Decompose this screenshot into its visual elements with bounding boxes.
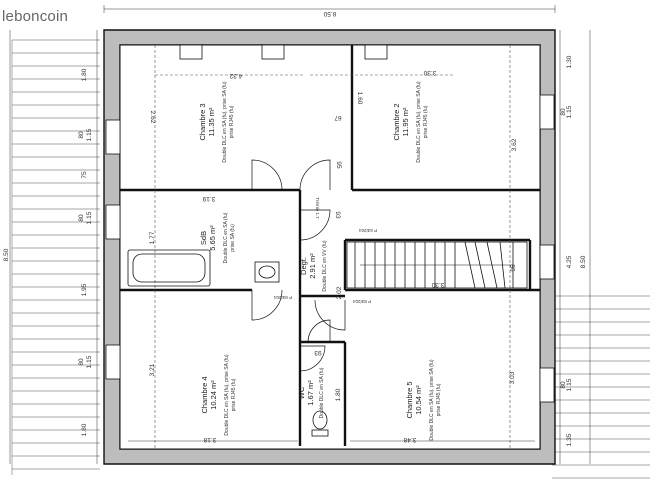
dim-text: 1.15 <box>566 105 573 118</box>
room-name: SdB <box>199 231 208 245</box>
room-note: Double DLC en SA (fu), prise SA (fu) <box>429 359 435 440</box>
doors <box>251 159 346 372</box>
room-note: prise RJ45 (fu) <box>229 105 235 138</box>
interior-walls <box>120 45 540 446</box>
dim-text: 1.30 <box>566 55 573 68</box>
dim-text: 1.77 <box>149 231 156 244</box>
room-note: prise RJ45 (fu) <box>436 383 442 416</box>
room-name: Chambre 2 <box>392 103 401 140</box>
dim-text: 80 <box>78 131 85 139</box>
door-label: P 83/204 <box>353 299 371 304</box>
dim-text: 3.18 <box>203 436 216 443</box>
room-note: Double DLC en VV (fu) <box>322 240 328 291</box>
windows <box>105 44 555 403</box>
room-note: Double DLC en SA (fu), prise SA (fu) <box>222 81 228 162</box>
dim-text: 1.60 <box>356 92 363 105</box>
dim-text: 67 <box>334 114 342 121</box>
staircase <box>346 241 528 289</box>
dim-text: 95 <box>335 161 342 169</box>
dim-text: 4.25 <box>566 255 573 268</box>
room-name: WC <box>297 386 306 399</box>
toilet <box>311 410 329 437</box>
dim-text: 3.21 <box>149 363 156 376</box>
dim-text: 80 <box>78 358 85 366</box>
dim-text: 95 <box>510 264 517 272</box>
room-area: 11.95 m² <box>401 107 410 137</box>
room-note: Double DLC en SA (fu), prise SA (fu) <box>224 354 230 435</box>
roof-hatching-right <box>552 295 650 479</box>
room-area: 11.35 m² <box>207 107 216 137</box>
dim-text: 3.48 <box>403 436 416 443</box>
stair-note: Trémie 1.7 <box>315 197 320 219</box>
room-area: 5.65 m² <box>208 225 217 251</box>
dim-text: 2.62 <box>149 111 156 124</box>
watermark: leboncoin <box>2 8 69 25</box>
dim-text: 1.15 <box>566 378 573 391</box>
room-note: prise RJ45 (fu) <box>231 378 237 411</box>
dim-text: 80 <box>560 108 567 116</box>
dim-text: 2.02 <box>336 286 343 299</box>
room-note: prise SA (fu) <box>230 224 236 252</box>
dim-text: 3.19 <box>202 195 215 202</box>
dim-text: 1.80 <box>81 423 88 436</box>
dim-text: 93 <box>334 211 341 219</box>
outer-wall <box>103 29 556 465</box>
room-sdb: SdB 5.65 m² Double DLC en SA (fu) prise … <box>199 212 236 263</box>
room-note: Double DLC en SA (fu) <box>223 212 229 263</box>
dim-text: 1.80 <box>81 68 88 81</box>
dim-text: 1.95 <box>81 283 88 296</box>
door-label: P 63/204 <box>359 228 377 233</box>
dim-text: 3.03 <box>509 371 516 384</box>
dim-text: 1.15 <box>86 128 93 141</box>
dim-overall-width: 8.50 <box>323 10 336 17</box>
dim-text: 1.15 <box>86 211 93 224</box>
dim-text: 1.35 <box>566 433 573 446</box>
dim-text: 93 <box>314 349 322 356</box>
room-name: Degt. <box>299 257 308 275</box>
washbasin <box>254 261 280 283</box>
dim-text: 4.32 <box>229 72 242 79</box>
room-area: 10.24 m² <box>209 380 218 410</box>
room-note: Double DLC en SA (fu) <box>319 367 325 418</box>
dimension-lines <box>9 5 591 464</box>
dim-text: 75 <box>81 171 88 179</box>
roof-slope-lines <box>154 45 511 449</box>
dim-text: 3.62 <box>511 138 518 151</box>
door-label: P 83/204 <box>274 295 292 300</box>
room-name: Chambre 4 <box>200 376 209 413</box>
room-chambre-2: Chambre 2 11.95 m² Double DLC en SA (fu)… <box>392 81 429 162</box>
dim-text: 80 <box>560 381 567 389</box>
room-wc: WC 1.67 m² Double DLC en SA (fu) <box>297 367 325 418</box>
room-degt: Degt. 2.91 m² Double DLC en VV (fu) <box>299 240 328 291</box>
room-chambre-4: Chambre 4 10.24 m² Double DLC en SA (fu)… <box>200 354 237 435</box>
room-note: Double DLC en SA (fu), prise SA (fu) <box>416 81 422 162</box>
room-note: prise RJ45 (fu) <box>423 105 429 138</box>
dim-text: 1.15 <box>86 355 93 368</box>
room-chambre-3: Chambre 3 11.35 m² Double DLC en SA (fu)… <box>198 81 235 162</box>
dim-text: 3.30 <box>423 69 436 76</box>
room-area: 10.54 m² <box>414 385 423 415</box>
room-area: 2.91 m² <box>308 253 317 279</box>
room-chambre-5: Chambre 5 10.54 m² Double DLC en SA (fu)… <box>405 359 442 440</box>
dim-text: 1.80 <box>335 388 342 401</box>
roof-hatching-left <box>11 39 100 475</box>
dim-text: 80 <box>78 214 85 222</box>
bathtub <box>127 249 211 287</box>
dim-overall-height: 8.50 <box>3 248 10 261</box>
room-name: Chambre 3 <box>198 103 207 140</box>
dim-overall-height-right: 8.50 <box>580 255 587 268</box>
room-name: Chambre 5 <box>405 381 414 418</box>
room-area: 1.67 m² <box>306 380 315 406</box>
dim-text: 3.30 <box>431 281 444 288</box>
